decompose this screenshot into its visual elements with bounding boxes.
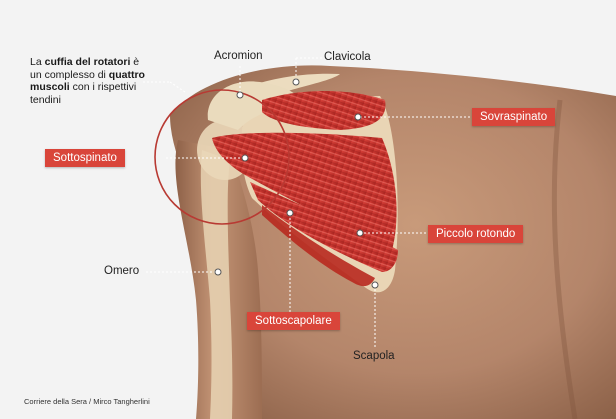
credit-text: Corriere della Sera / Mirco Tangherlini — [24, 397, 150, 406]
label-sottoscapolare: Sottoscapolare — [247, 312, 340, 330]
label-sovraspinato: Sovraspinato — [472, 108, 555, 126]
intro-bold-rotator-cuff: cuffia del rotatori — [45, 56, 131, 68]
intro-part: La — [30, 56, 45, 68]
label-scapola: Scapola — [353, 350, 395, 362]
label-omero: Omero — [104, 265, 139, 277]
label-acromion: Acromion — [214, 50, 263, 62]
label-piccolo-rotondo: Piccolo rotondo — [428, 225, 523, 243]
label-sottospinato: Sottospinato — [45, 149, 125, 167]
label-clavicola: Clavicola — [324, 51, 371, 63]
intro-text: La cuffia del rotatori è un complesso di… — [30, 56, 150, 106]
